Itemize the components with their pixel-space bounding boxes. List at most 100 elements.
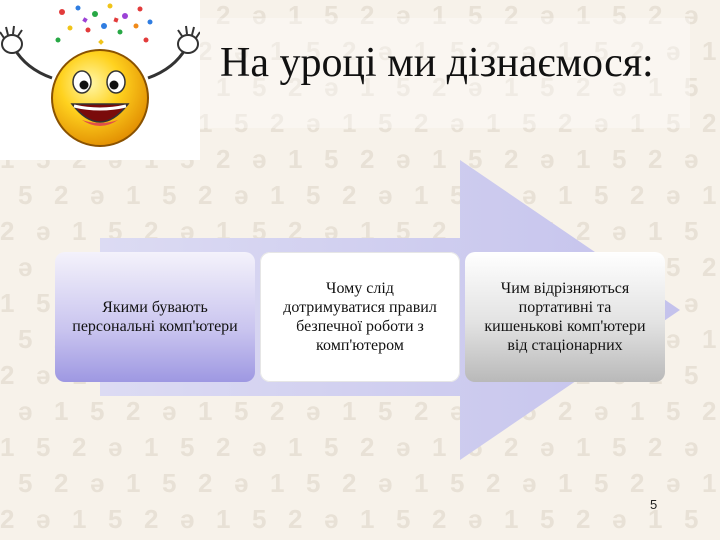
background-glyph: 1 [630,396,644,426]
background-glyph: 5 [324,0,338,30]
background-glyph: ә [18,252,32,282]
right-hand [147,25,201,80]
background-glyph: 2 [342,468,356,498]
background-glyph: ә [180,504,194,534]
background-glyph: 1 [198,108,212,138]
background-glyph: ә [396,144,410,174]
background-glyph: 1 [198,396,212,426]
background-glyph: ә [90,468,104,498]
background-glyph: ә [666,180,680,210]
background-glyph: 1 [414,36,428,66]
background-glyph: 1 [342,396,356,426]
background-glyph: 5 [396,504,410,534]
background-glyph: 5 [234,396,248,426]
background-glyph: 1 [342,108,356,138]
background-glyph: 5 [684,216,698,246]
background-glyph: 1 [0,288,14,318]
background-glyph: 1 [432,144,446,174]
background-glyph: 2 [360,432,374,462]
background-glyph: 2 [198,36,212,66]
background-glyph: 1 [72,216,86,246]
background-glyph: 5 [252,72,266,102]
background-glyph: 2 [126,396,140,426]
background-glyph: ә [666,324,680,354]
background-glyph: ә [90,180,104,210]
background-glyph: 1 [216,72,230,102]
background-glyph: 2 [288,72,302,102]
background-glyph: ә [108,432,122,462]
background-glyph: ә [234,180,248,210]
background-glyph: 5 [612,432,626,462]
slide-title: На уроці ми дізнаємося: [220,40,654,86]
background-glyph: 2 [648,432,662,462]
background-glyph: 5 [306,468,320,498]
background-glyph: 1 [702,324,716,354]
background-glyph: 2 [702,396,716,426]
background-glyph: 1 [576,0,590,30]
background-glyph: ә [684,0,698,30]
background-glyph: 5 [378,396,392,426]
background-glyph: 2 [558,108,572,138]
background-glyph: ә [540,0,554,30]
background-glyph: 5 [396,72,410,102]
background-glyph: ә [594,396,608,426]
background-glyph: 5 [612,144,626,174]
background-glyph: 2 [216,0,230,30]
background-glyph: 2 [72,432,86,462]
background-glyph: ә [306,108,320,138]
background-glyph: ә [612,72,626,102]
background-glyph: 5 [108,504,122,534]
background-glyph: 1 [144,432,158,462]
background-glyph: 2 [198,180,212,210]
background-glyph: 2 [0,216,14,246]
background-glyph: 2 [702,252,716,282]
background-glyph: 5 [306,180,320,210]
background-glyph: 5 [36,288,50,318]
background-glyph: ә [252,432,266,462]
background-glyph: 5 [468,0,482,30]
background-glyph: 2 [432,72,446,102]
background-glyph: ә [684,288,698,318]
background-glyph: ә [594,108,608,138]
background-glyph: 1 [126,180,140,210]
background-glyph: 5 [468,144,482,174]
background-glyph: 1 [504,72,518,102]
card-pc-types: Якими бувають персональні комп'ютери [55,252,255,382]
background-glyph: 2 [630,180,644,210]
background-glyph: 1 [288,0,302,30]
card-safety-rules: Чому слід дотримуватися правил безпечної… [260,252,460,382]
background-glyph: ә [378,468,392,498]
background-glyph: 2 [648,0,662,30]
background-glyph: 5 [450,36,464,66]
background-glyph: 2 [270,108,284,138]
background-glyph: ә [18,396,32,426]
background-glyph: 1 [288,432,302,462]
background-glyph: 5 [324,432,338,462]
background-glyph: 5 [252,504,266,534]
background-glyph: 2 [504,0,518,30]
background-glyph: 2 [486,36,500,66]
background-glyph: ә [540,144,554,174]
background-glyph: 2 [54,180,68,210]
background-glyph: 5 [90,396,104,426]
background-glyph: 1 [558,180,572,210]
background-glyph: 1 [648,72,662,102]
background-glyph: ә [234,36,248,66]
background-glyph: 2 [288,504,302,534]
background-glyph: 2 [360,0,374,30]
background-glyph: 2 [576,504,590,534]
background-glyph: 1 [432,0,446,30]
background-glyph: 2 [630,468,644,498]
background-glyph: 2 [342,180,356,210]
background-glyph: 5 [18,324,32,354]
background-glyph: 2 [576,72,590,102]
background-glyph: ә [324,72,338,102]
background-glyph: 2 [216,432,230,462]
background-glyph: 2 [414,396,428,426]
background-glyph: 1 [414,180,428,210]
background-glyph: 2 [198,468,212,498]
background-glyph: 2 [54,468,68,498]
background-glyph: 5 [540,504,554,534]
background-glyph: 1 [72,504,86,534]
background-glyph: 1 [360,72,374,102]
